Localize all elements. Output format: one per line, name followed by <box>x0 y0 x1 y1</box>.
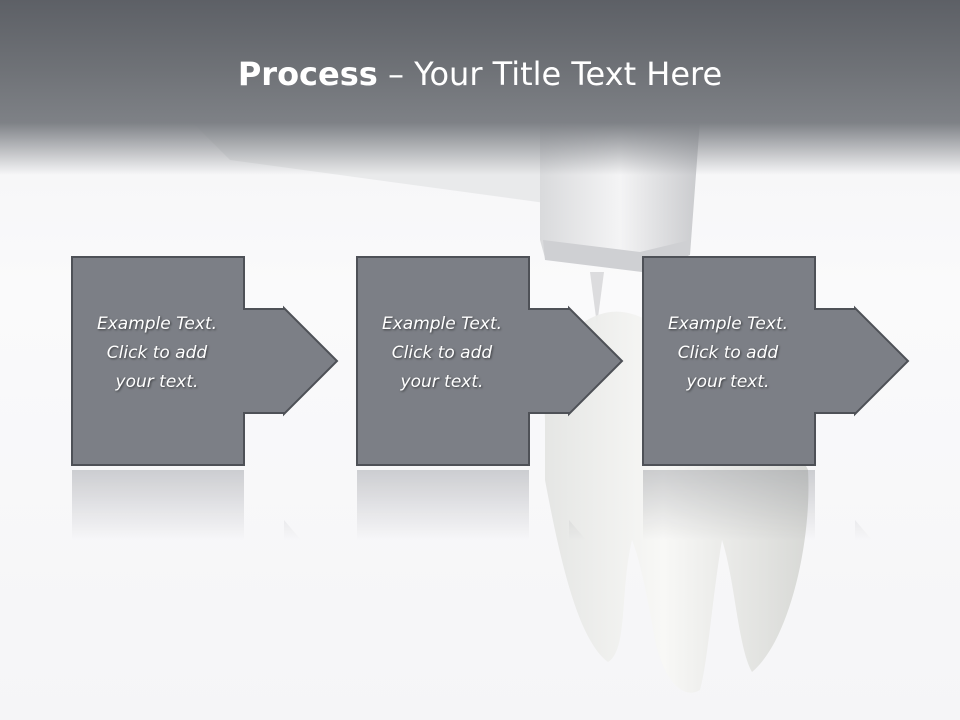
step-reflection <box>71 470 411 540</box>
step-text[interactable]: Example Text. Click to add your text. <box>362 310 522 397</box>
step-text[interactable]: Example Text. Click to add your text. <box>77 310 237 397</box>
process-step-3[interactable]: Example Text. Click to add your text. <box>642 256 960 468</box>
step-line: Click to add <box>391 343 493 363</box>
step-line: Example Text. <box>381 314 503 334</box>
step-line: your text. <box>400 372 484 392</box>
step-line: your text. <box>686 372 770 392</box>
title-bar <box>0 0 960 175</box>
step-arrow-shape <box>356 256 624 466</box>
step-arrow-shape <box>642 256 910 466</box>
process-step-2[interactable]: Example Text. Click to add your text. <box>356 256 696 468</box>
step-line: Example Text. <box>667 314 789 334</box>
step-line: Example Text. <box>96 314 218 334</box>
step-text[interactable]: Example Text. Click to add your text. <box>648 310 808 397</box>
slide-title[interactable]: Process – Your Title Text Here <box>0 52 960 96</box>
step-line: Click to add <box>106 343 208 363</box>
title-rest: – Your Title Text Here <box>377 55 723 93</box>
title-bold: Process <box>237 55 378 93</box>
step-line: your text. <box>115 372 199 392</box>
step-reflection <box>356 470 696 540</box>
process-step-1[interactable]: Example Text. Click to add your text. <box>71 256 411 468</box>
step-reflection <box>642 470 960 540</box>
step-arrow-shape <box>71 256 339 466</box>
step-line: Click to add <box>677 343 779 363</box>
